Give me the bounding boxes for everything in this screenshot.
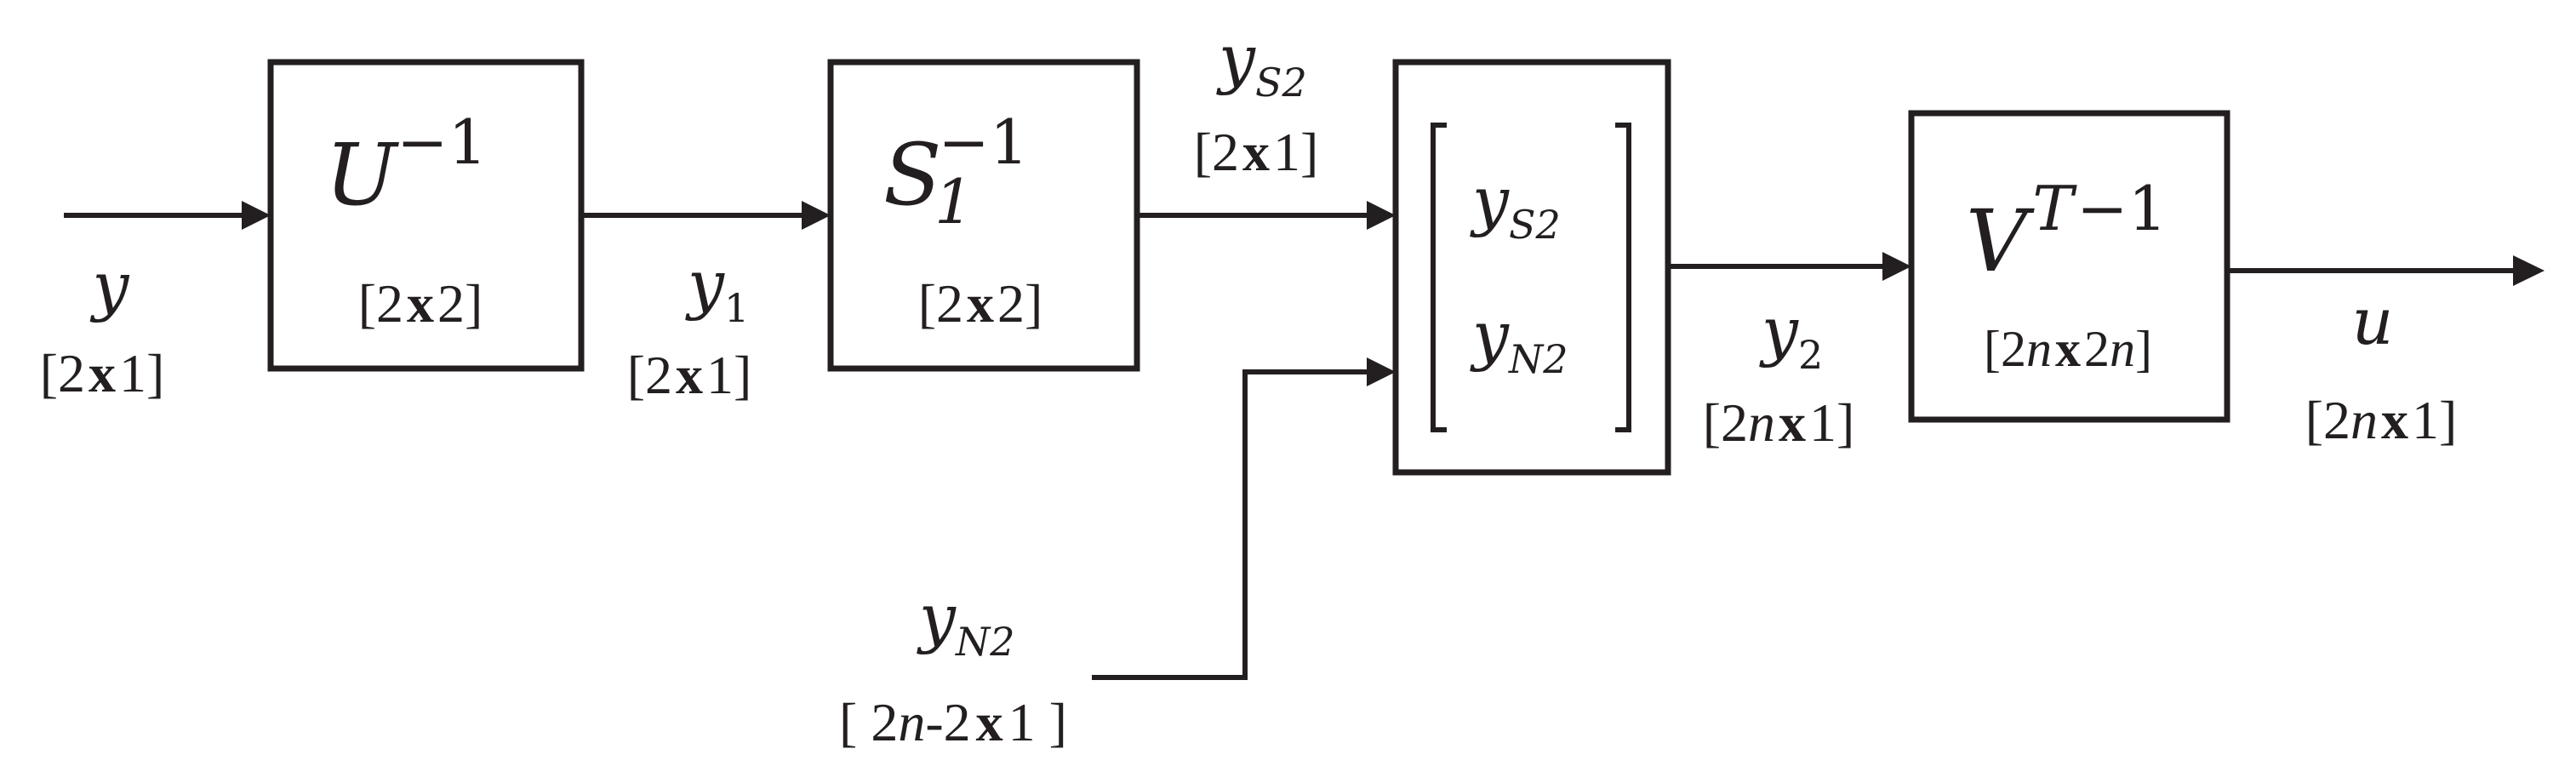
vt-inverse-block bbox=[1908, 110, 2230, 423]
stack-top-entry: yS2 bbox=[1470, 163, 1561, 248]
u-inverse-label: U−1 bbox=[325, 106, 487, 225]
left-bracket bbox=[1431, 123, 1447, 432]
ys2-arrowhead bbox=[1367, 201, 1396, 230]
yn2-wire bbox=[1092, 369, 1372, 680]
u-inverse-dimension: [2x2] bbox=[358, 273, 483, 334]
yn2-arrowhead bbox=[1367, 357, 1396, 386]
y1-arrowhead bbox=[802, 201, 831, 230]
stack-block bbox=[1392, 59, 1671, 476]
input-symbol: y bbox=[90, 248, 130, 323]
output-dimension: [2nx1] bbox=[2305, 390, 2458, 450]
yn2-label: yN2 bbox=[917, 580, 1014, 665]
input-arrowhead bbox=[242, 201, 271, 230]
s1-inverse-dimension: [2x2] bbox=[918, 273, 1043, 334]
y1-label: y1 bbox=[685, 246, 749, 331]
yn2-dimension: [ 2n-2x1 ] bbox=[839, 692, 1067, 752]
input-dimension: [2x1] bbox=[40, 343, 165, 403]
s1-inverse-label: S−1 bbox=[883, 106, 1029, 225]
u-inverse-block bbox=[267, 59, 585, 372]
y2-label: y2 bbox=[1759, 293, 1823, 378]
stack-bottom-entry: yN2 bbox=[1470, 297, 1568, 382]
output-arrowhead bbox=[2513, 255, 2545, 286]
vt-inverse-label: VT−1 bbox=[1966, 173, 2167, 291]
y1-dimension: [2x1] bbox=[627, 345, 752, 405]
vt-inverse-dimension: [2nx2n] bbox=[1984, 321, 2152, 377]
s1-inverse-subscript: 1 bbox=[934, 166, 974, 237]
ys2-label: yS2 bbox=[1216, 20, 1307, 106]
y2-dimension: [2nx1] bbox=[1703, 392, 1855, 453]
right-bracket bbox=[1615, 123, 1631, 432]
s1-inverse-block bbox=[827, 59, 1140, 372]
y2-arrowhead bbox=[1882, 252, 1911, 281]
output-symbol: u bbox=[2352, 283, 2394, 359]
ys2-dimension: [2x1] bbox=[1194, 122, 1319, 182]
